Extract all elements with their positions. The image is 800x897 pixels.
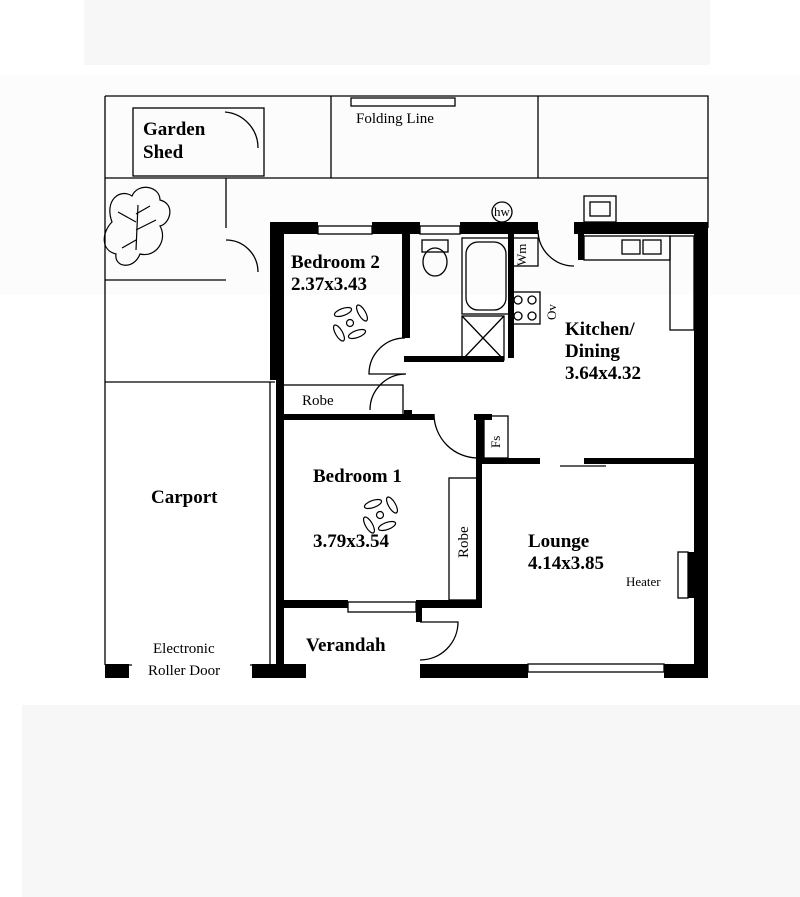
- bedroom-1-size: 3.79x3.54: [313, 531, 390, 552]
- heater-label: Heater: [626, 574, 661, 589]
- thin-outline-lines: [104, 95, 709, 673]
- roller-door-label-line2: Roller Door: [148, 663, 220, 679]
- lounge-name: Lounge: [528, 531, 589, 552]
- bedroom-2-size: 2.37x3.43: [291, 274, 367, 295]
- garden-shed-label-line2: Shed: [143, 142, 184, 163]
- roller-door-label-line1: Electronic: [153, 641, 215, 657]
- garden-shed-label-line1: Garden: [143, 119, 206, 140]
- ceiling-fan-icon: [332, 304, 369, 342]
- oven-label: Ov: [544, 304, 559, 320]
- hot-water-label: hw: [494, 204, 511, 219]
- thick-walls: [105, 222, 708, 678]
- kitchen-label-line1: Kitchen/: [565, 319, 635, 340]
- washing-machine-label: Wm: [514, 244, 529, 266]
- top-blur-band: [84, 0, 710, 65]
- kitchen-label-line2: Dining: [565, 341, 620, 362]
- fridge-space-label: Fs: [488, 436, 503, 448]
- tree-icon: [103, 186, 171, 266]
- folding-line-label: Folding Line: [356, 111, 434, 127]
- bedroom-2-name: Bedroom 2: [291, 252, 380, 273]
- lounge-size: 4.14x3.85: [528, 553, 604, 574]
- kitchen-size: 3.64x4.32: [565, 363, 641, 384]
- verandah-label: Verandah: [306, 635, 386, 656]
- bedroom-1-robe-label: Robe: [456, 526, 472, 558]
- bedroom-2-robe-label: Robe: [302, 393, 334, 409]
- carport-label: Carport: [151, 487, 218, 508]
- bedroom-1-name: Bedroom 1: [313, 466, 402, 487]
- bottom-blur-band: [22, 705, 800, 897]
- ceiling-fan-icon: [362, 496, 399, 534]
